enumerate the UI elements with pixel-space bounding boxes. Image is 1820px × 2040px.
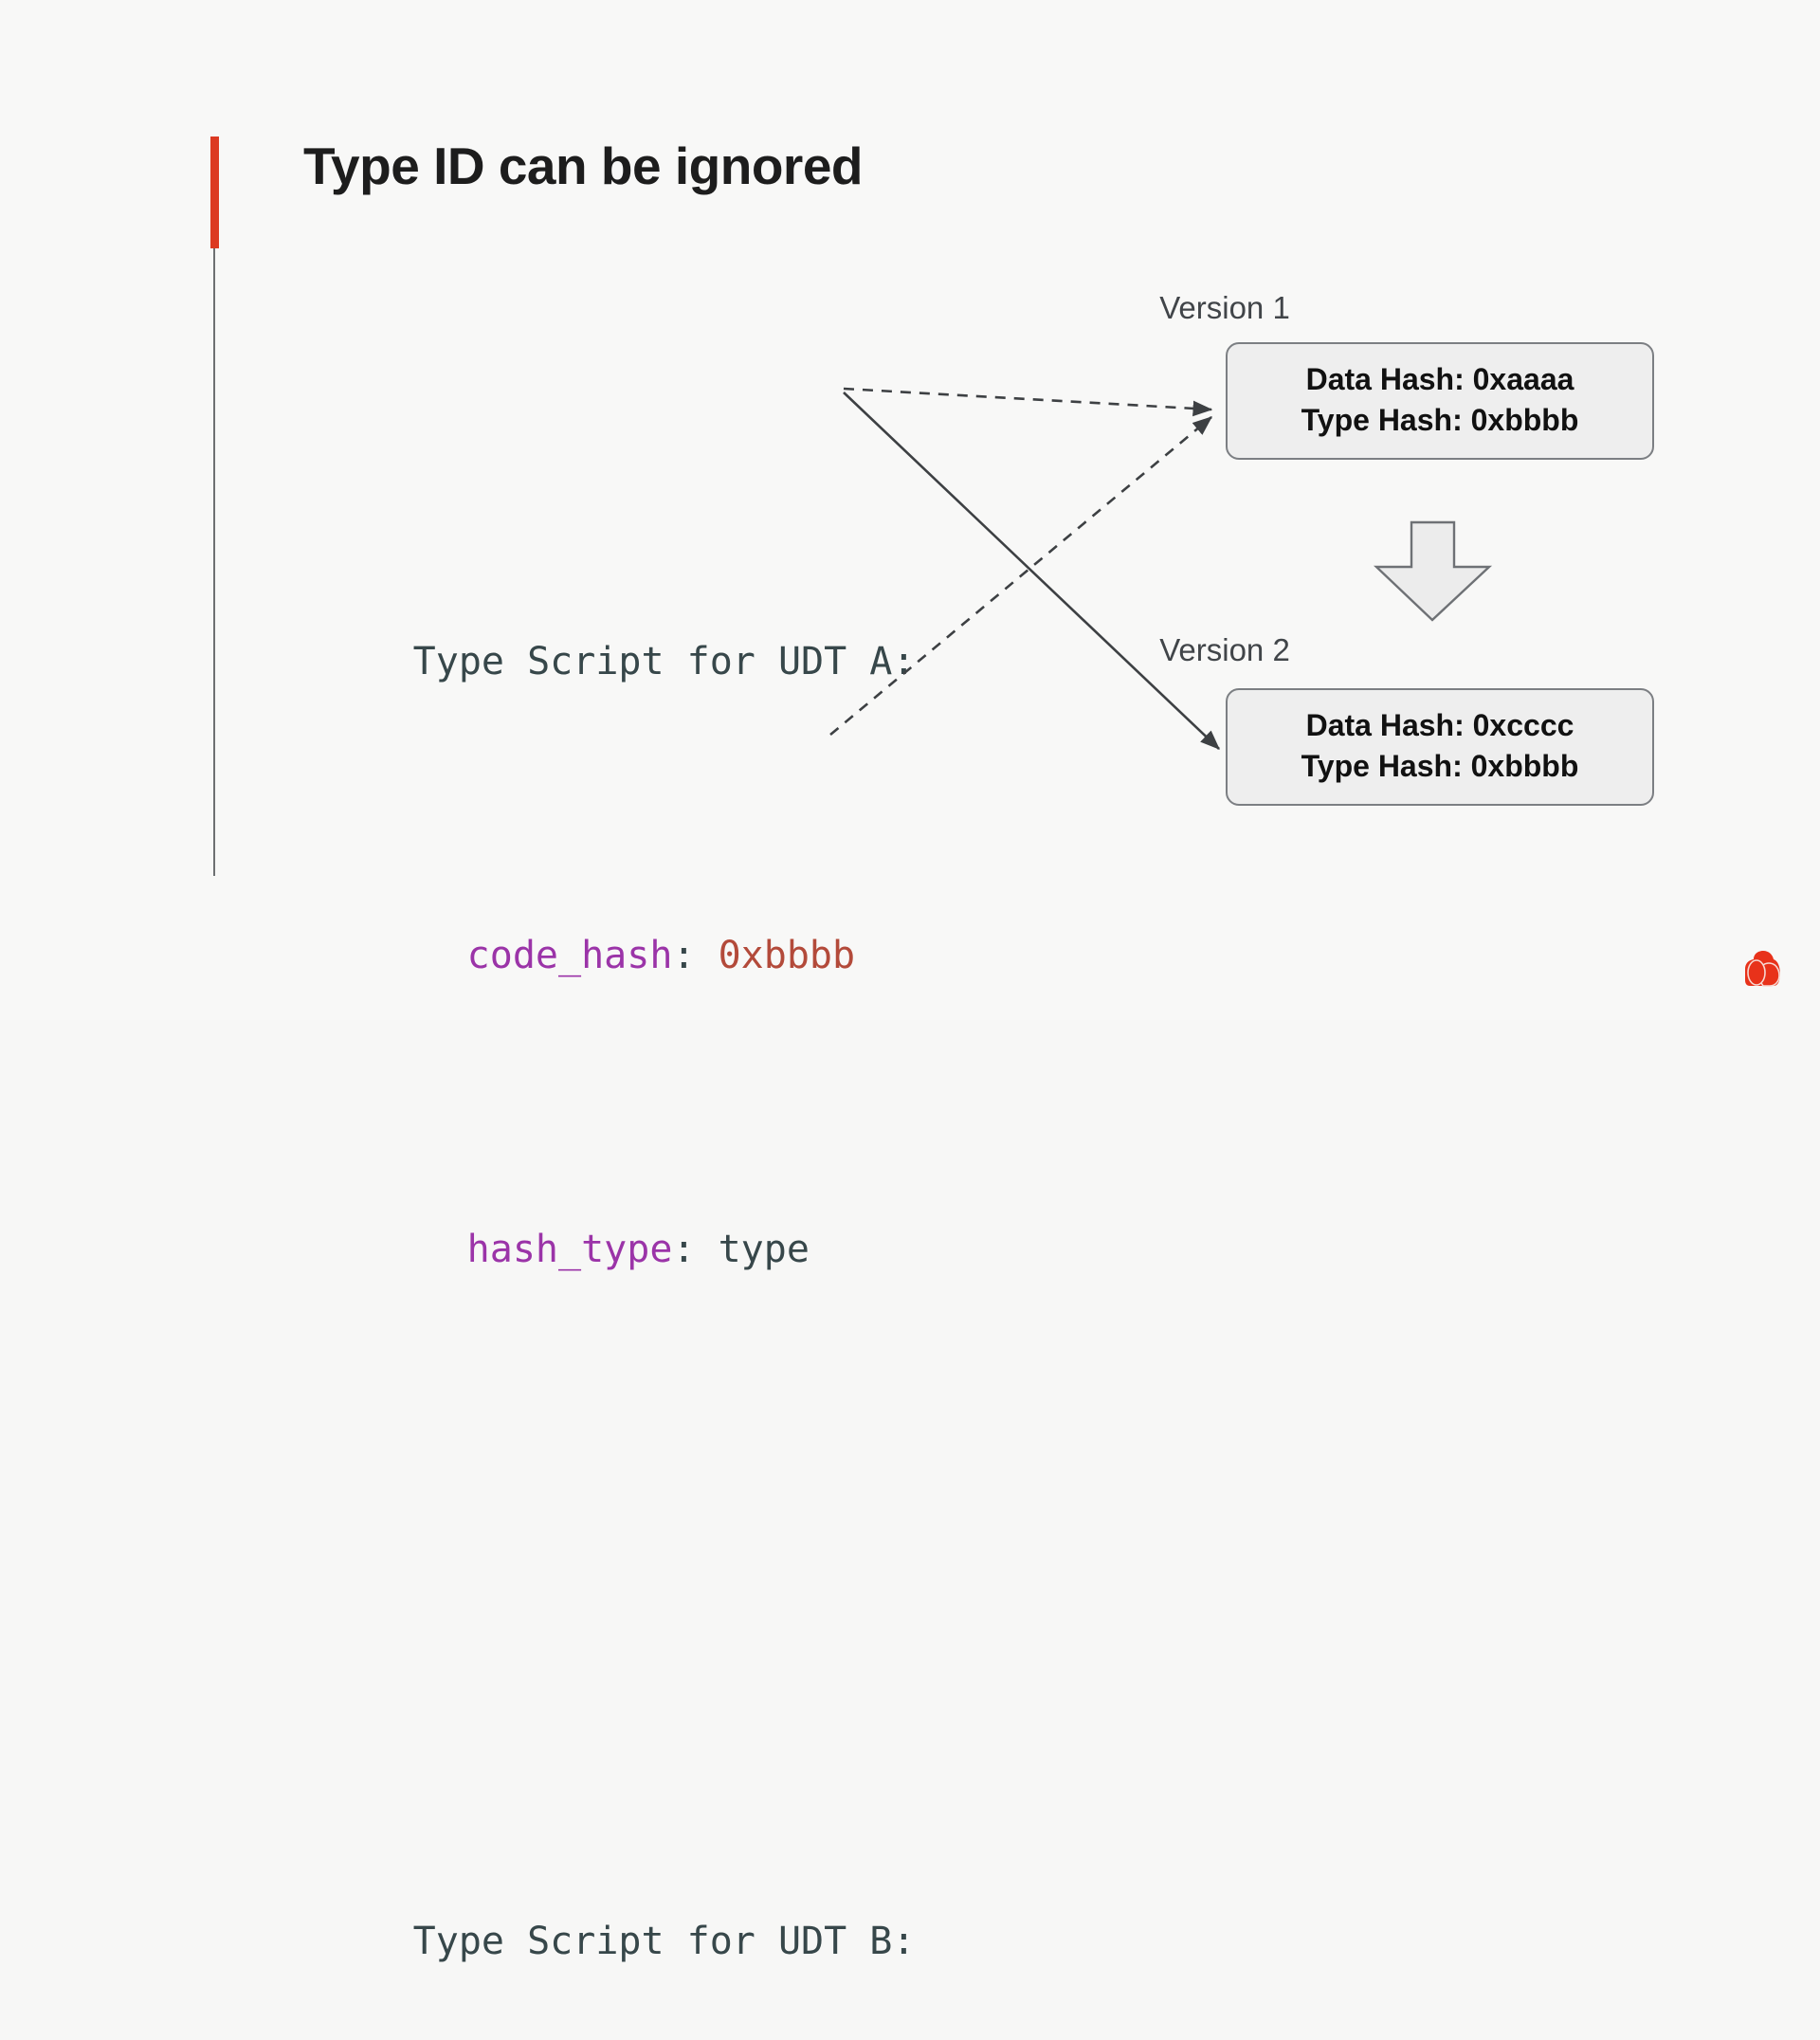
code-listing: Type Script for UDT A: code_hash: 0xbbbb… (230, 280, 916, 2040)
version-1-type-hash: Type Hash: 0xbbbb (1301, 403, 1579, 437)
version-2-type-hash: Type Hash: 0xbbbb (1301, 749, 1579, 783)
version-2-label: Version 2 (1159, 632, 1290, 667)
page-title: Type ID can be ignored (303, 137, 864, 195)
version-2-data-hash: Data Hash: 0xcccc (1305, 708, 1574, 742)
version-1-data-hash: Data Hash: 0xaaaa (1305, 362, 1574, 396)
title-accent-bar (210, 137, 219, 248)
version-2-box: Data Hash: 0xcccc Type Hash: 0xbbbb (1226, 688, 1654, 806)
field-value: 0xbbbb (718, 934, 856, 977)
code-field-code-hash-a: code_hash: 0xbbbb (230, 867, 915, 1044)
field-key: hash_type (466, 1228, 673, 1271)
field-key: code_hash (466, 934, 673, 977)
field-value: type (718, 1228, 810, 1271)
code-block-udt-a: Type Script for UDT A: code_hash: 0xbbbb… (230, 456, 916, 1455)
code-header-text: Type Script for UDT B: (412, 1920, 916, 1963)
code-header-udt-a: Type Script for UDT A: (230, 574, 916, 750)
field-colon: : (672, 934, 696, 977)
code-field-hash-type-a: hash_type: type (230, 1161, 915, 1338)
version-1-label: Version 1 (1159, 290, 1290, 325)
nervos-gorilla-logo-icon (1745, 951, 1780, 987)
version-transition-arrow-icon (1373, 520, 1493, 622)
field-colon: : (672, 1228, 696, 1271)
code-block-udt-b: Type Script for UDT B: code_hash: 0xaaaa… (230, 1736, 916, 2040)
code-header-text: Type Script for UDT A: (412, 640, 916, 683)
slide-canvas: Type ID can be ignored Type Script for U… (210, 137, 1780, 1963)
code-header-udt-b: Type Script for UDT B: (230, 1853, 916, 2030)
version-1-box: Data Hash: 0xaaaa Type Hash: 0xbbbb (1226, 342, 1654, 460)
vertical-divider (213, 248, 215, 876)
